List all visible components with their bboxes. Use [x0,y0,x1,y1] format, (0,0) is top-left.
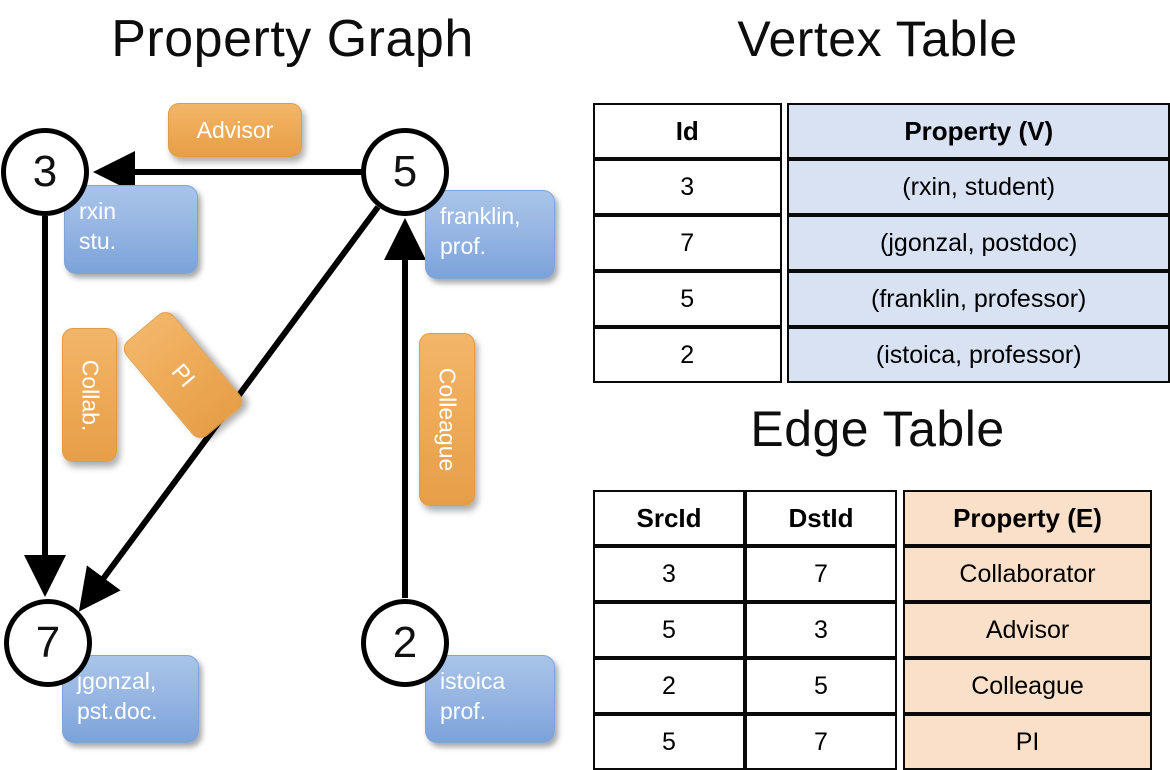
page-title-vertex-table: Vertex Table [737,11,1018,67]
edge-cell-property: Collaborator [903,546,1152,602]
vertex-table-header-id: Id [593,103,782,159]
edge-cell-dstid: 5 [745,658,897,714]
edge-cell-property: PI [903,714,1152,770]
table-row: 2 (istoica, professor) [593,327,1170,383]
graph-node-7: 7 [4,599,92,687]
table-row: 7 (jgonzal, postdoc) [593,215,1170,271]
table-row: 5 (franklin, professor) [593,271,1170,327]
table-row: 5 3 Advisor [593,602,1152,658]
edge-label-advisor: Advisor [168,103,302,157]
vertex-property-box-5-line2: prof. [440,233,487,259]
edge-label-collab: Collab. [62,328,117,462]
vertex-property-box-2-line1: istoica [440,668,506,694]
vertex-cell-property: (istoica, professor) [787,327,1170,383]
vertex-table-header-row: Id Property (V) [593,103,1170,159]
graph-node-5-label: 5 [392,147,418,196]
edge-table: SrcId DstId Property (E) 3 7 Collaborato… [593,490,1152,770]
vertex-property-box-3-line1: rxin [79,198,117,224]
edge-cell-dstid: 3 [745,602,897,658]
edge-cell-srcid: 2 [593,658,745,714]
graph-node-2: 2 [361,599,449,687]
vertex-cell-id: 5 [593,271,782,327]
edge-table-header-srcid: SrcId [593,490,745,546]
edge-table-header-property: Property (E) [903,490,1152,546]
edge-label-advisor-text: Advisor [196,116,274,143]
page-title-edge-table: Edge Table [750,401,1005,457]
graph-node-5: 5 [361,128,449,216]
vertex-property-box-2-line2: prof. [440,698,487,724]
graph-node-7-label: 7 [35,618,61,667]
vertex-cell-id: 3 [593,159,782,215]
vertex-property-box-3-line2: stu. [79,228,117,254]
vertex-property-box-5-line1: franklin, [440,203,521,229]
vertex-table: Id Property (V) 3 (rxin, student) 7 (jgo… [593,103,1170,383]
edge-label-collab-text: Collab. [77,359,104,431]
vertex-cell-id: 2 [593,327,782,383]
edge-cell-srcid: 5 [593,714,745,770]
page-title-property-graph: Property Graph [111,10,474,68]
edge-label-colleague-text: Colleague [434,367,461,472]
edge-table-header-dstid: DstId [745,490,897,546]
vertex-cell-id: 7 [593,215,782,271]
vertex-table-header-property: Property (V) [787,103,1170,159]
vertex-cell-property: (rxin, student) [787,159,1170,215]
edge-cell-srcid: 3 [593,546,745,602]
edge-label-pi-text: PI [166,358,201,392]
edge-cell-dstid: 7 [745,546,897,602]
edge-table-header-row: SrcId DstId Property (E) [593,490,1152,546]
table-row: 2 5 Colleague [593,658,1152,714]
vertex-cell-property: (jgonzal, postdoc) [787,215,1170,271]
table-row: 5 7 PI [593,714,1152,770]
property-graph-diagram: Advisor Collab. PI Colleague rxin stu. f… [0,0,585,760]
table-row: 3 (rxin, student) [593,159,1170,215]
vertex-property-box-2: istoica prof. [425,655,555,743]
graph-node-3-label: 3 [32,147,58,196]
vertex-property-box-5: franklin, prof. [425,190,555,279]
vertex-cell-property: (franklin, professor) [787,271,1170,327]
edge-cell-srcid: 5 [593,602,745,658]
vertex-property-box-7-line2: pst.doc. [77,698,158,724]
graph-node-3: 3 [1,128,89,216]
edge-label-colleague: Colleague [419,333,475,506]
edge-cell-dstid: 7 [745,714,897,770]
table-row: 3 7 Collaborator [593,546,1152,602]
vertex-property-box-3: rxin stu. [64,185,198,274]
graph-node-2-label: 2 [392,618,418,667]
edge-cell-property: Colleague [903,658,1152,714]
vertex-property-box-7-line1: jgonzal, [77,668,157,694]
edge-cell-property: Advisor [903,602,1152,658]
vertex-property-box-7: jgonzal, pst.doc. [62,655,199,743]
